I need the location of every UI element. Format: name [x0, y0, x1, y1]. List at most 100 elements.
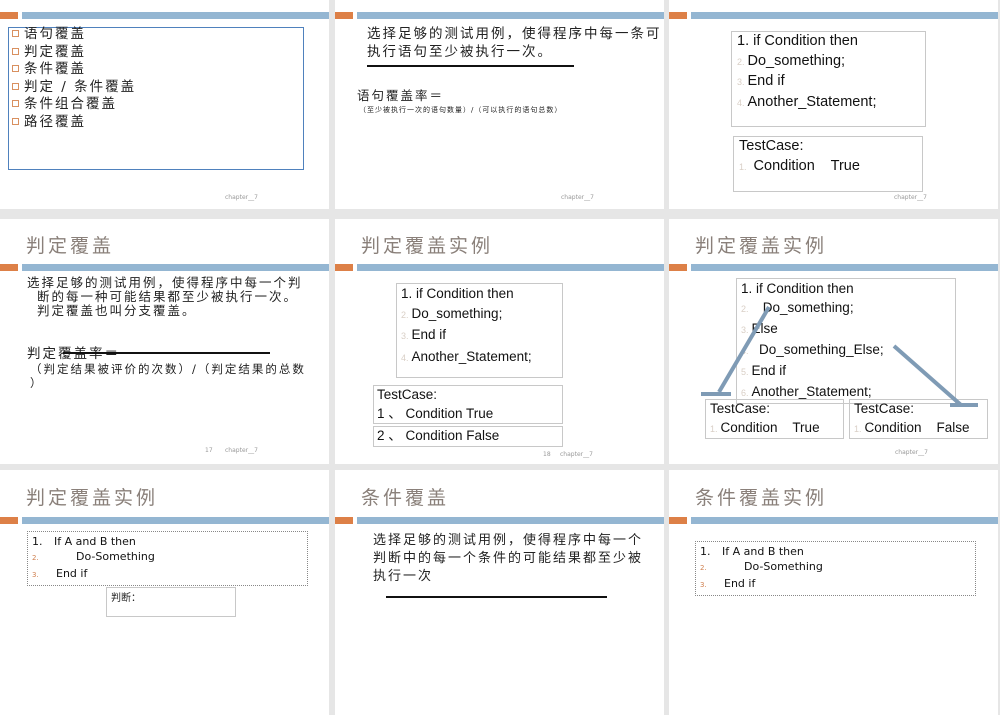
code-text: Do_something_Else;: [751, 342, 884, 357]
code-line: 3.End if: [32, 566, 303, 583]
line-number: 4.: [741, 346, 749, 356]
text-line: 判定覆盖也叫分支覆盖。: [37, 303, 197, 318]
square-bullet-icon: [12, 47, 19, 55]
slide-thumbnail-3[interactable]: 1. if Condition then 2.Do_something; 3.E…: [669, 0, 998, 209]
text-line: 断的每一种可能结果都至少被执行一次。: [37, 289, 299, 304]
testcase-label: TestCase:: [710, 401, 771, 416]
line-number: 2.: [401, 309, 409, 320]
code-text: Do-Something: [76, 550, 155, 563]
line-number: 1.: [401, 286, 413, 301]
formula-text: （至少被执行一次的语句数量）/（可以执行的语句总数）: [359, 106, 563, 114]
slide-thumbnail-20[interactable]: 判定覆盖实例 1.If A and B then 2.Do-Something …: [0, 470, 329, 715]
testcase-item: 1. Condition True: [739, 157, 917, 178]
testcase-box: TestCase: 1. Condition True: [733, 136, 923, 192]
definition-text: 选择足够的测试用例，使得程序中每一条可 执行语句至少被执行一次。: [367, 25, 662, 61]
accent-bar-blue: [22, 264, 329, 271]
slide-footer: chapter__7: [225, 194, 258, 201]
slide-thumbnail-18[interactable]: 判定覆盖实例 1. if Condition then 2.Do_somethi…: [335, 219, 664, 464]
accent-bar-orange: [0, 12, 18, 19]
definition-text: 选择足够的测试用例，使得程序中每一个判 断的每一种可能结果都至少被执行一次。 判…: [27, 276, 303, 318]
line-number: 1.: [741, 281, 753, 296]
accent-bar-blue: [691, 264, 998, 271]
code-box: 1. if Condition then 2.Do_something; 3.E…: [396, 283, 563, 378]
testcase-box: 2 、 Condition False: [373, 426, 563, 447]
code-text: if Condition then: [416, 286, 514, 301]
code-box: 1.If A and B then 2.Do-Something 3.End i…: [695, 541, 976, 596]
testcase-item: 1.Condition False: [854, 419, 983, 439]
accent-bar-blue: [22, 12, 329, 19]
line-number: 1.: [739, 161, 747, 172]
bullet-text: 路径覆盖: [24, 113, 86, 130]
testcase-box-false: TestCase: 1.Condition False: [849, 399, 988, 439]
square-bullet-icon: [12, 65, 19, 72]
slide-footer: chapter__7: [225, 447, 258, 454]
bullet-item: 判定 / 条件覆盖: [12, 79, 136, 97]
slide-footer: chapter__7: [895, 449, 928, 456]
line-number: 2.: [737, 56, 745, 67]
slide-thumbnail-2[interactable]: 选择足够的测试用例，使得程序中每一条可 执行语句至少被执行一次。 语句覆盖率＝ …: [335, 0, 664, 209]
formula-line: （判定结果被评价的次数）/（判定结果的总数: [30, 362, 306, 376]
code-line: 4.Another_Statement;: [401, 347, 558, 369]
slide-title: 条件覆盖实例: [695, 487, 828, 509]
accent-bar-blue: [22, 517, 329, 524]
code-line: 2. Do_something;: [741, 298, 951, 319]
accent-bar-orange: [669, 12, 687, 19]
slide-number: 18: [543, 451, 551, 458]
code-text: End if: [411, 327, 447, 342]
slide-thumbnail-21[interactable]: 条件覆盖 选择足够的测试用例，使得程序中每一个 判断中的每一个条件的可能结果都至…: [335, 470, 664, 715]
accent-bar-orange: [335, 517, 353, 524]
testcase-box: TestCase: 1 、 Condition True: [373, 385, 563, 424]
accent-bar-orange: [0, 517, 18, 524]
code-box: 1. if Condition then 2.Do_something; 3.E…: [731, 31, 926, 127]
line-number: 4.: [401, 352, 409, 363]
slide-title: 条件覆盖: [361, 487, 450, 509]
underline-rule: [367, 65, 574, 67]
slide-footer: chapter__7: [560, 451, 593, 458]
testcase-label: TestCase:: [739, 138, 804, 154]
line-number: 4.: [737, 97, 745, 108]
code-line: 1. if Condition then: [401, 284, 558, 304]
slide-number: 17: [205, 447, 213, 454]
testcase-text: Condition False: [864, 419, 970, 435]
code-line: 1. If A and B then: [700, 544, 971, 559]
code-line: 4.Another_Statement;: [737, 93, 920, 114]
code-text: If A and B then: [722, 545, 804, 558]
line-number: 1.: [854, 423, 862, 434]
slide-thumbnail-1[interactable]: 语句覆盖 判定覆盖 条件覆盖 判定 / 条件覆盖 条件组合覆盖 路径覆盖 cha…: [0, 0, 329, 209]
testcase-box-true: TestCase: 1.Condition True: [705, 399, 844, 439]
code-line: 5.End if: [741, 361, 951, 382]
bullet-text: 判定覆盖: [24, 43, 86, 60]
line-number: 3.: [700, 581, 707, 589]
code-line: 3.End if: [401, 325, 558, 347]
square-bullet-icon: [12, 117, 19, 125]
bullet-item: 判定覆盖: [12, 44, 136, 62]
testcase-label: TestCase:: [854, 401, 915, 416]
slide-footer: chapter__7: [894, 194, 927, 201]
accent-bar-blue: [357, 12, 664, 19]
code-text: if Condition then: [756, 281, 854, 296]
definition-text: 选择足够的测试用例，使得程序中每一个 判断中的每一个条件的可能结果都至少被 执行…: [373, 532, 643, 586]
text-line: 执行一次: [373, 569, 434, 584]
underline-rule: [386, 596, 607, 598]
code-line: 3.End if: [700, 576, 971, 593]
line-number: 3.: [741, 325, 749, 335]
slide-thumbnail-17[interactable]: 判定覆盖 选择足够的测试用例，使得程序中每一个判 断的每一种可能结果都至少被执行…: [0, 219, 329, 464]
text-line: 选择足够的测试用例，使得程序中每一条可: [367, 26, 662, 42]
accent-bar-orange: [0, 264, 18, 271]
slide-thumbnail-19[interactable]: 判定覆盖实例 1. if Condition then 2. Do_someth…: [669, 219, 998, 464]
line-number: 6.: [741, 388, 749, 398]
line-number: 3.: [32, 571, 39, 579]
line-number: 5.: [741, 367, 749, 377]
code-line: 2.Do_something;: [401, 304, 558, 326]
code-line: 3.Else: [741, 319, 951, 340]
accent-bar-blue: [357, 517, 664, 524]
code-text: If A and B then: [54, 535, 136, 548]
bullet-item: 条件组合覆盖: [12, 96, 136, 114]
accent-bar-blue: [357, 264, 664, 271]
formula-label: 语句覆盖率＝: [357, 88, 445, 103]
formula-line: ）: [30, 376, 44, 390]
line-number: 1.: [710, 423, 718, 434]
line-number: 1.: [700, 545, 711, 558]
slide-thumbnail-22[interactable]: 条件覆盖实例 1.If A and B then 2.Do-Something …: [669, 470, 998, 715]
code-text: End if: [747, 73, 785, 89]
